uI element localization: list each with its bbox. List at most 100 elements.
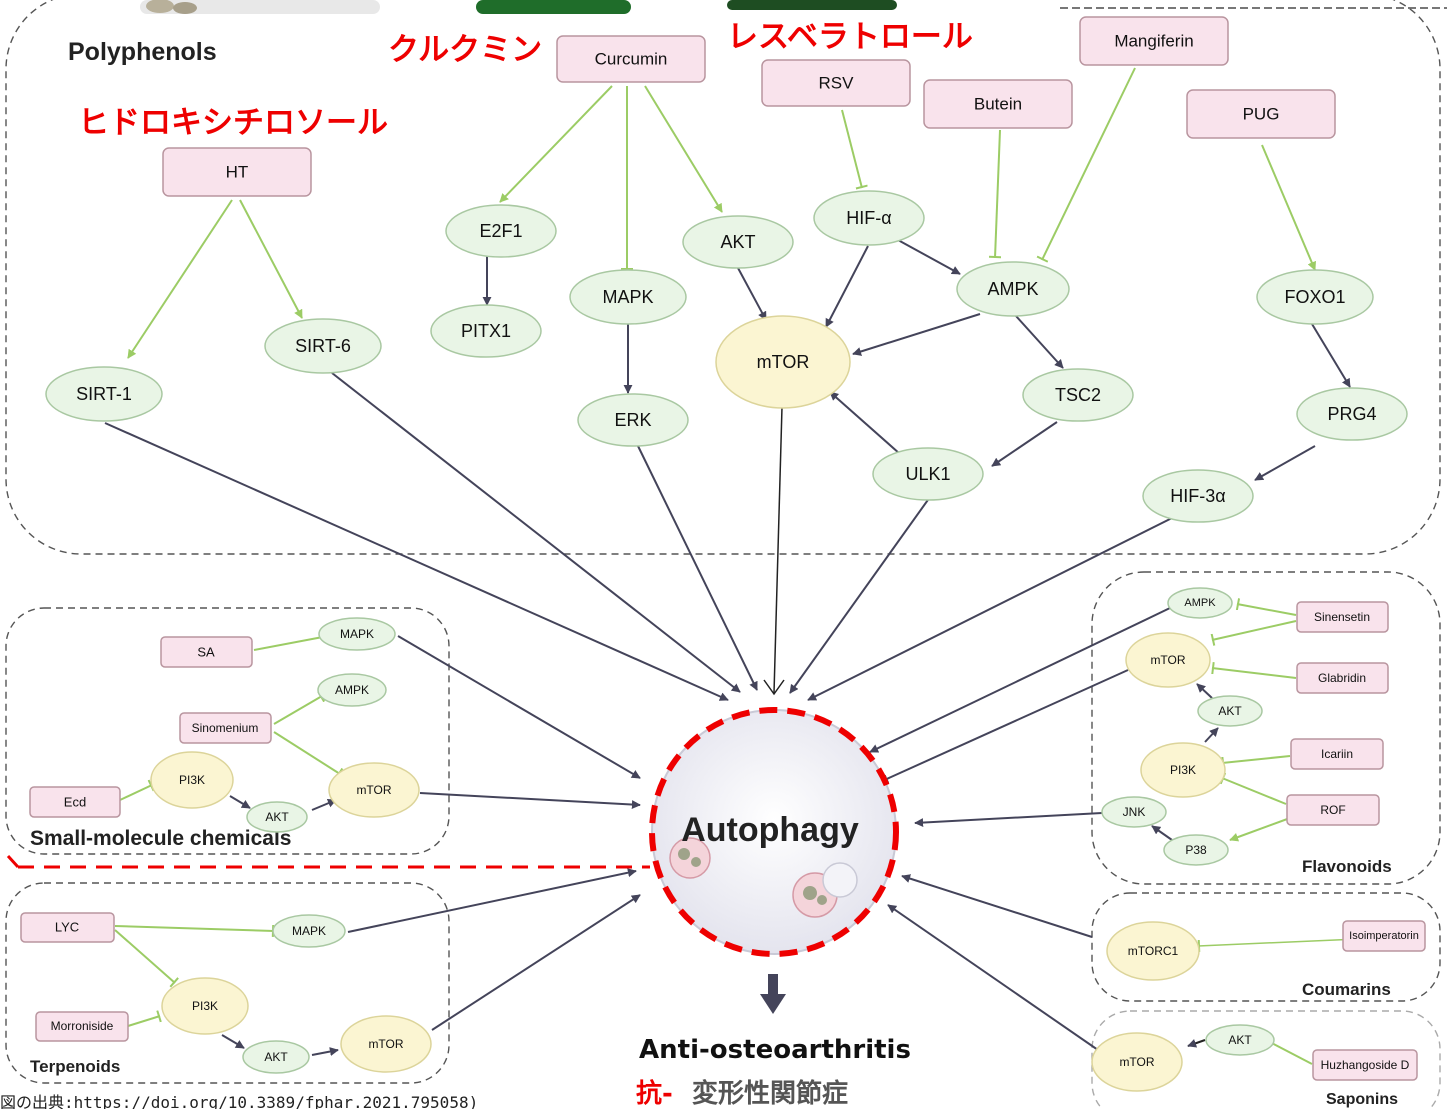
node-t-pi3k: PI3K — [161, 977, 249, 1035]
node-f-mtor: mTOR — [1125, 632, 1211, 688]
polyphenols-title: Polyphenols — [68, 38, 217, 66]
edge-morroniside-pi3k — [127, 1010, 162, 1027]
polyphenols-group — [5, 0, 1441, 555]
edge-akt-mtor-f — [1196, 683, 1213, 699]
edge-sinensetin-mtor — [1210, 620, 1297, 646]
edge-jnk-autophagy — [914, 812, 1103, 828]
node-t-akt: AKT — [242, 1040, 310, 1074]
edge-sinomenium-ampk — [273, 690, 326, 725]
autophagy-label: Autophagy — [681, 811, 859, 849]
outcome-label: Anti-osteoarthritis — [639, 1035, 911, 1065]
svg-text:MAPK: MAPK — [340, 627, 374, 641]
node-hif-a: HIF-α — [813, 190, 925, 246]
svg-text:AKT: AKT — [1218, 704, 1242, 718]
outcome-jp-label: 変形性関節症 — [692, 1078, 848, 1109]
edge-tmtor-autophagy — [431, 894, 641, 1031]
edge-spmtor-autophagy — [887, 904, 1099, 1051]
edge-akt-mtor-sp — [1187, 1039, 1206, 1048]
edge-pi3k-akt — [229, 795, 251, 809]
node-s-mapk: MAPK — [318, 617, 396, 651]
node-s-akt: AKT — [246, 801, 308, 833]
svg-text:PRG4: PRG4 — [1327, 404, 1376, 424]
resveratrol-jp-label: レスベラトロール — [727, 19, 973, 55]
compound-huzhangoside-d: Huzhangoside D — [1312, 1049, 1418, 1081]
svg-text:PI3K: PI3K — [192, 999, 218, 1013]
node-e2f1: E2F1 — [445, 204, 557, 258]
edge-fmtor-autophagy — [879, 669, 1129, 783]
svg-text:mTOR: mTOR — [1119, 1055, 1154, 1069]
svg-text:AMPK: AMPK — [1184, 597, 1216, 609]
top-decoration — [140, 0, 1447, 14]
svg-text:RSV: RSV — [819, 74, 855, 93]
node-f-akt: AKT — [1197, 695, 1263, 727]
edge-ampk-mtor — [852, 313, 981, 356]
edge-ht-sirt1 — [127, 199, 233, 359]
node-t-mapk: MAPK — [272, 914, 346, 948]
source-footnote: 図の出典:https://doi.org/10.3389/fphar.2021.… — [0, 1093, 478, 1109]
svg-text:HT: HT — [226, 163, 249, 182]
compound-rof: ROF — [1286, 794, 1380, 826]
svg-text:Sinensetin: Sinensetin — [1314, 610, 1370, 624]
edge-mtor-autophagy — [773, 406, 783, 694]
compound-icariin: Icariin — [1290, 738, 1384, 770]
svg-text:PITX1: PITX1 — [461, 321, 511, 341]
edge-ecd-pi3k — [119, 779, 155, 801]
small-molecule-group — [5, 607, 450, 855]
svg-text:JNK: JNK — [1123, 805, 1146, 819]
compound-mangiferin: Mangiferin — [1079, 16, 1229, 66]
node-sirt1: SIRT-1 — [45, 366, 163, 422]
node-t-mtor: mTOR — [340, 1015, 432, 1073]
small-molecule-title: Small-molecule chemicals — [30, 827, 291, 850]
svg-text:Icariin: Icariin — [1321, 747, 1353, 761]
svg-text:Ecd: Ecd — [64, 795, 86, 810]
svg-text:E2F1: E2F1 — [479, 221, 522, 241]
edge-ulk1-mtor — [829, 391, 901, 455]
node-akt: AKT — [682, 215, 794, 269]
edge-rsv-hifa — [841, 109, 868, 190]
edge-pi3k-akt-t — [221, 1034, 245, 1049]
edge-hif3a-autophagy — [807, 513, 1181, 701]
compound-curcumin: Curcumin — [556, 35, 706, 83]
compound-ht: HT — [162, 147, 312, 197]
edge-tmapk-autophagy — [347, 868, 637, 933]
edge-sa-mapk — [253, 630, 330, 651]
svg-text:SIRT-1: SIRT-1 — [76, 384, 132, 404]
edge-pi3k-akt-f — [1204, 727, 1219, 743]
edge-pug-foxo1 — [1261, 144, 1316, 271]
svg-text:ERK: ERK — [614, 410, 651, 430]
edge-mangiferin-ampk — [1036, 67, 1136, 263]
node-f-jnk: JNK — [1101, 796, 1167, 828]
node-f-p38: P38 — [1163, 834, 1229, 866]
svg-text:Glabridin: Glabridin — [1318, 671, 1366, 685]
autophagy-cell: Autophagy — [649, 707, 899, 957]
node-ampk: AMPK — [956, 261, 1070, 317]
edge-hifa-mtor — [825, 245, 869, 328]
edge-prg4-hif3a — [1254, 445, 1316, 481]
node-erk: ERK — [577, 393, 689, 447]
svg-text:AKT: AKT — [265, 810, 289, 824]
edge-rof-pi3k — [1219, 772, 1287, 805]
edge-akt-mtor — [737, 267, 767, 321]
lysosome-icon — [792, 862, 858, 918]
edge-rof-p38 — [1229, 817, 1291, 842]
edge-ampk-tsc2 — [1015, 315, 1064, 369]
svg-text:SA: SA — [197, 645, 215, 660]
edge-erk-autophagy — [637, 445, 758, 691]
node-mapk: MAPK — [569, 269, 687, 325]
edge-lyc-pi3k — [114, 929, 179, 988]
svg-text:Butein: Butein — [974, 95, 1022, 114]
svg-text:AKT: AKT — [720, 232, 755, 252]
svg-text:PI3K: PI3K — [179, 773, 205, 787]
terpenoids-title: Terpenoids — [30, 1057, 120, 1076]
svg-text:MAPK: MAPK — [292, 924, 326, 938]
node-ulk1: ULK1 — [872, 447, 984, 501]
node-s-pi3k: PI3K — [150, 751, 234, 809]
compound-morroniside: Morroniside — [35, 1011, 129, 1042]
svg-text:Isoimperatorin: Isoimperatorin — [1349, 930, 1419, 942]
edge-sirt6-autophagy — [331, 372, 741, 693]
svg-text:Mangiferin: Mangiferin — [1114, 32, 1193, 51]
svg-text:AKT: AKT — [1228, 1033, 1252, 1047]
node-foxo1: FOXO1 — [1256, 269, 1374, 325]
coumarins-group — [1091, 892, 1441, 1002]
